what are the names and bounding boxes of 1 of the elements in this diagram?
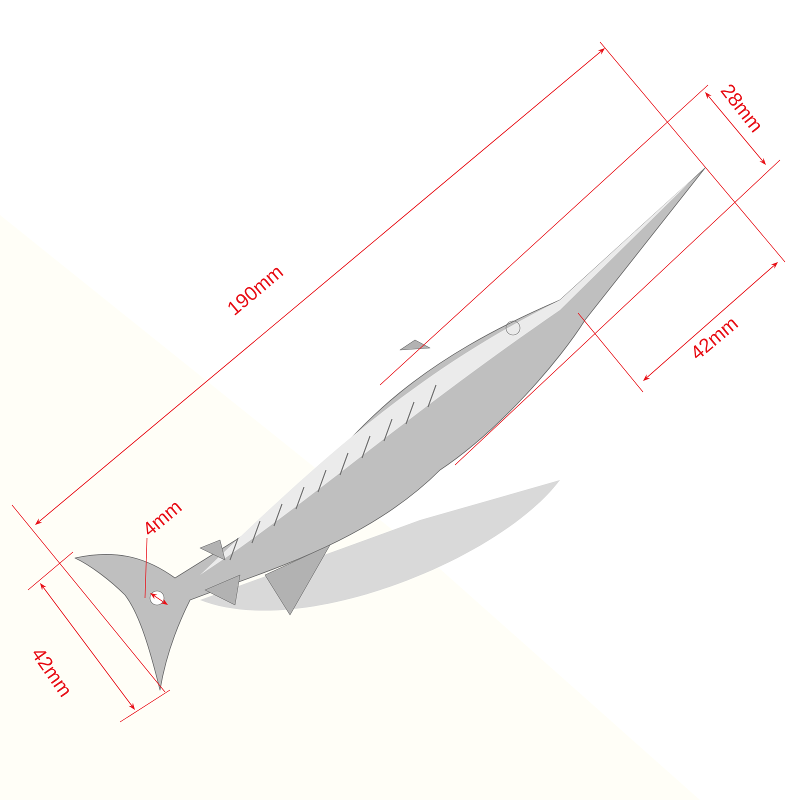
- dimension-label: 4mm: [146, 502, 182, 535]
